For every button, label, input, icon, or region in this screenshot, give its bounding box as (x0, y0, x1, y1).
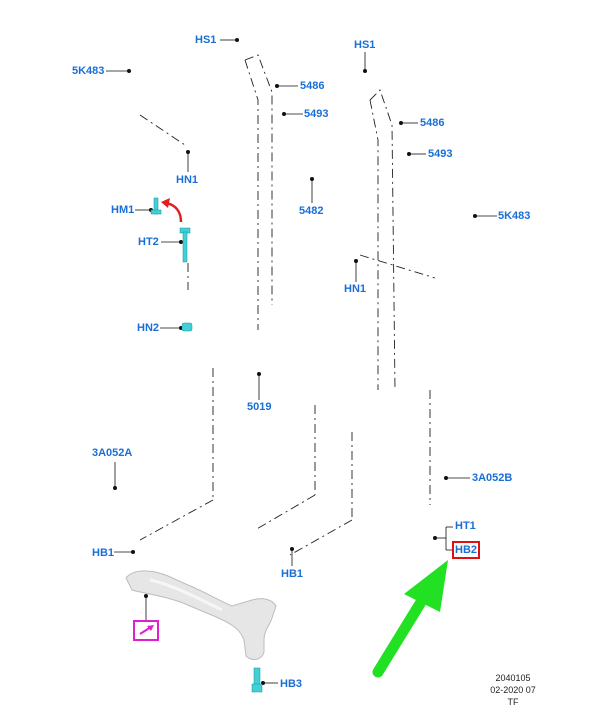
callout-5486-left: 5486 (300, 80, 325, 92)
callout-5k483-left: 5K483 (72, 65, 105, 77)
callout-hn1-right: HN1 (344, 283, 367, 295)
exhaust-pipe-centerlines (139, 54, 436, 556)
magenta-marker-icon (133, 620, 159, 641)
stamp-date: 02-2020 07 (490, 685, 536, 695)
green-arrow-icon (372, 560, 448, 678)
callout-3a052a: 3A052A (92, 447, 133, 459)
callout-hb2: HB2 (451, 541, 481, 559)
callout-hb3: HB3 (280, 678, 303, 690)
callout-hs1-right: HS1 (354, 39, 376, 51)
callout-hs1-left: HS1 (195, 34, 217, 46)
fastener-ht2-icon (179, 227, 191, 263)
stamp-code: TF (507, 697, 519, 707)
callout-5493-left: 5493 (304, 108, 329, 120)
callout-hm1: HM1 (111, 204, 135, 216)
callout-ht2: HT2 (138, 236, 159, 248)
callout-hn2: HN2 (137, 322, 160, 334)
callout-hn1-left: HN1 (176, 174, 199, 186)
fastener-hm1-icon (150, 197, 162, 215)
callout-3a052b: 3A052B (472, 472, 513, 484)
callout-5019: 5019 (247, 401, 272, 413)
exhaust-brace-bracket (125, 570, 277, 660)
leader-lines (106, 38, 497, 686)
callout-hb1-center: HB1 (281, 568, 304, 580)
callout-5482: 5482 (299, 205, 324, 217)
callout-5486-right: 5486 (420, 117, 445, 129)
callout-5493-right: 5493 (428, 148, 453, 160)
drawing-stamp: 2040105 02-2020 07 TF (478, 672, 548, 708)
callout-hb1-left: HB1 (92, 547, 115, 559)
fastener-hb3-icon (251, 667, 263, 693)
fastener-hn2-icon (181, 322, 193, 332)
stamp-number: 2040105 (495, 673, 531, 683)
callout-ht1: HT1 (455, 520, 476, 532)
red-curved-arrow-icon (161, 198, 183, 223)
callout-5k483-right: 5K483 (498, 210, 531, 222)
